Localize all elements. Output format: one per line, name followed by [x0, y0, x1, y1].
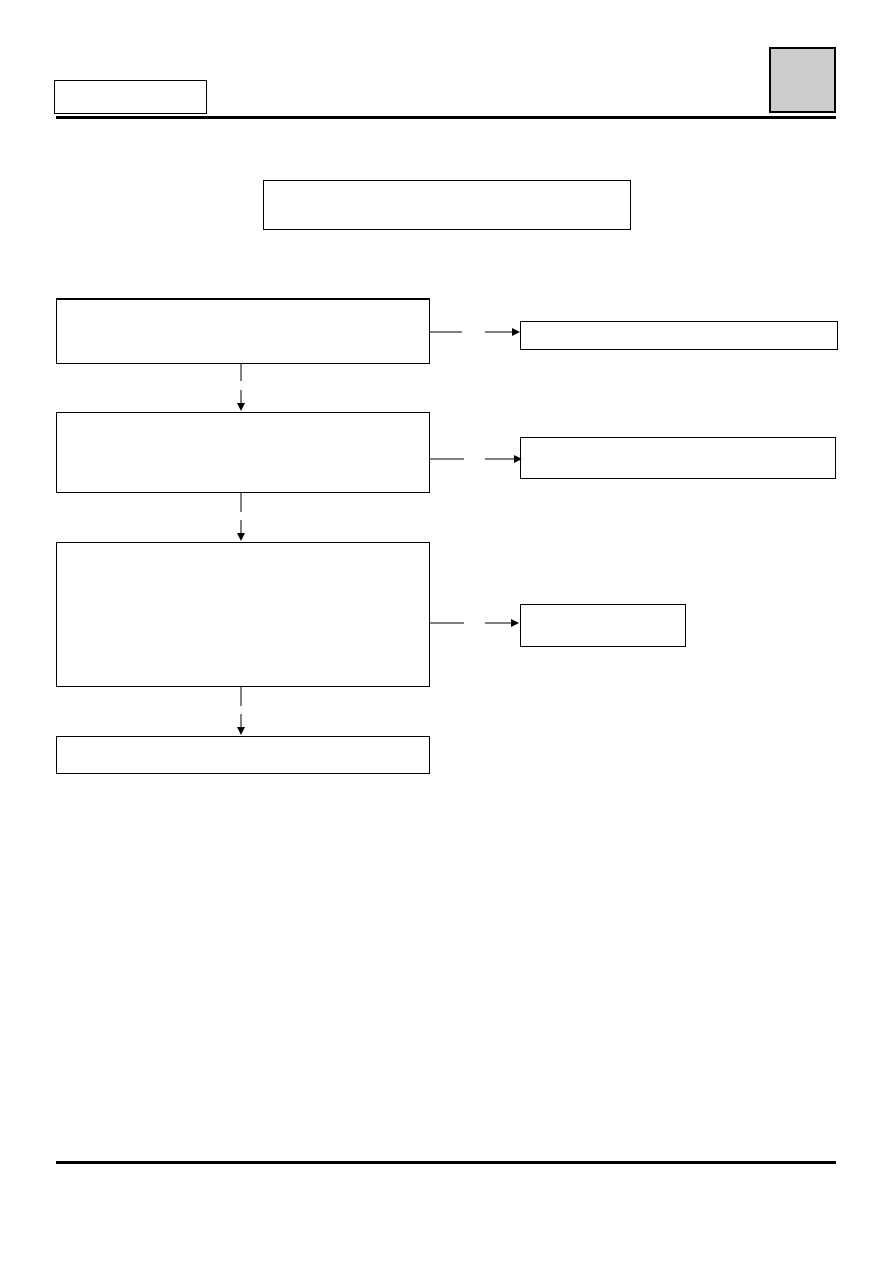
step-box-2	[56, 412, 430, 493]
step-box-1	[56, 298, 430, 364]
step-box-4	[56, 736, 430, 774]
branch-label-1	[462, 324, 485, 340]
header-rule	[56, 116, 836, 119]
branch-box-1	[520, 321, 838, 350]
branch-label-2	[464, 451, 485, 467]
branch-box-3	[520, 604, 686, 647]
footer-text	[56, 1170, 836, 1190]
flowchart-title	[263, 180, 631, 230]
branch-label-3	[464, 615, 485, 631]
header-section-label	[54, 80, 207, 114]
step-box-3	[56, 542, 430, 687]
footer-rule	[56, 1161, 836, 1164]
corner-tab	[769, 47, 836, 113]
branch-box-2	[520, 437, 836, 479]
